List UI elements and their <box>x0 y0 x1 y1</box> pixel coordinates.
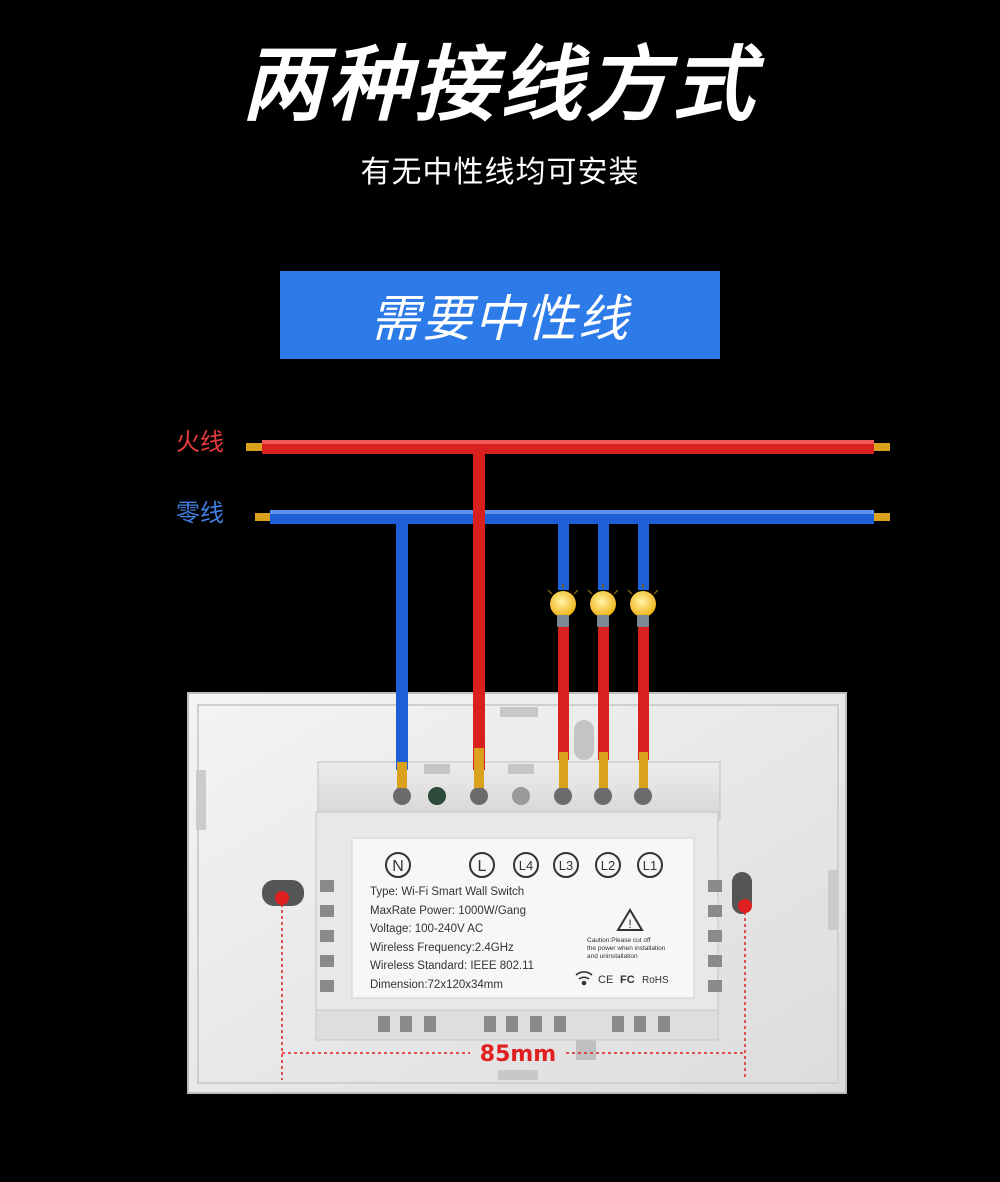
svg-text:and uninstallation: and uninstallation <box>587 953 638 960</box>
vent-slots <box>320 880 722 1032</box>
lamp-circuit-l3 <box>558 518 569 788</box>
bulb-icon <box>547 584 579 627</box>
bulb-icon <box>627 584 659 627</box>
page-subtitle: 有无中性线均可安装 <box>360 155 640 190</box>
terminal-label: L2 <box>601 858 615 873</box>
dimension-marker: 85mm <box>275 891 752 1080</box>
cert-mark: RoHS <box>642 975 669 986</box>
cert-mark: CE <box>598 974 613 986</box>
warning-icon: ! <box>616 908 644 931</box>
lamp-circuit-l2 <box>598 518 609 788</box>
neutral-wire-label: 零线 <box>176 499 224 527</box>
terminal-label: L1 <box>643 858 657 873</box>
terminal-label: L <box>478 858 487 875</box>
terminal-label: L4 <box>519 858 533 873</box>
neutral-drop-n <box>396 518 408 788</box>
lamp-circuit-l1 <box>638 518 649 788</box>
spec-line: Type: Wi-Fi Smart Wall Switch <box>370 886 524 898</box>
spec-line: Dimension:72x120x34mm <box>370 979 503 991</box>
spec-line: Wireless Standard: IEEE 802.11 <box>370 960 534 972</box>
live-drop-l <box>473 448 485 788</box>
page-title: 两种接线方式 <box>242 38 758 133</box>
terminal-labels: N L L4 L3 L2 L1 <box>385 852 663 878</box>
cert-mark: FC <box>620 974 635 986</box>
svg-text:Caution:Please cut off: Caution:Please cut off <box>587 937 651 944</box>
banner-label: 需要中性线 <box>370 290 630 348</box>
svg-text:the power when installation: the power when installation <box>587 945 666 952</box>
terminal-screws <box>393 764 652 805</box>
spec-line: Wireless Frequency:2.4GHz <box>370 942 514 954</box>
svg-text:!: ! <box>628 917 631 931</box>
caution-text: Caution:Please cut off the power when in… <box>587 937 666 960</box>
live-wire <box>246 440 890 454</box>
live-wire-label: 火线 <box>176 428 224 456</box>
wifi-icon <box>575 971 593 986</box>
neutral-required-banner: 需要中性线 <box>280 271 720 359</box>
spec-line: MaxRate Power: 1000W/Gang <box>370 905 526 917</box>
spec-lines: Type: Wi-Fi Smart Wall Switch MaxRate Po… <box>370 886 534 991</box>
dimension-label: 85mm <box>480 1042 556 1067</box>
spec-line: Voltage: 100-240V AC <box>370 923 483 935</box>
neutral-wire <box>255 510 890 524</box>
terminal-label: N <box>392 858 404 875</box>
terminal-label: L3 <box>559 858 573 873</box>
bulb-icon <box>587 584 619 627</box>
